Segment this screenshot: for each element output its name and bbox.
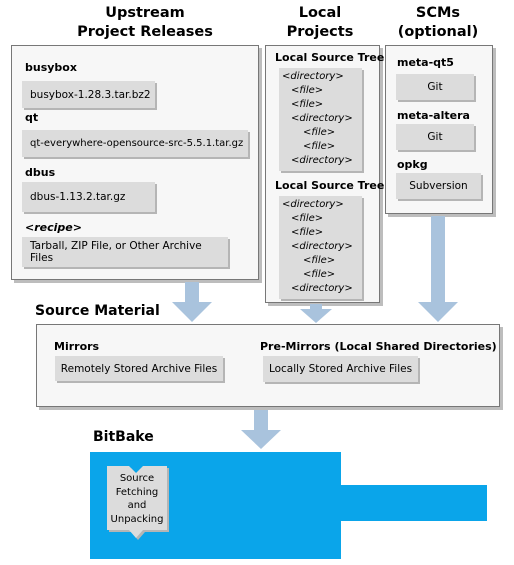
bitbake-title: BitBake (93, 429, 154, 445)
tree1-line: <directory> (291, 113, 353, 124)
arrow-bitbake-head (241, 430, 281, 449)
upstream-box-recipe: Tarball, ZIP File, or Other Archive File… (22, 237, 228, 267)
tree2-line: <directory> (291, 283, 353, 294)
bitbake-block-extension (341, 485, 487, 521)
tree2-line: <file> (303, 269, 336, 280)
arrow-scms-head (418, 302, 458, 322)
premirrors-box: Locally Stored Archive Files (263, 356, 418, 382)
source-material-panel: Mirrors Remotely Stored Archive Files Pr… (36, 324, 500, 407)
upstream-box-dbus: dbus-1.13.2.tar.gz (22, 182, 155, 212)
scm-label-opkg: opkg (397, 158, 428, 171)
upstream-label-dbus: dbus (25, 166, 56, 179)
tree1-line: <file> (303, 141, 336, 152)
scm-box-meta-qt5: Git (396, 74, 474, 100)
upstream-box-busybox: busybox-1.28.3.tar.bz2 (22, 81, 155, 108)
arrow-bitbake-shaft (254, 410, 268, 430)
local-tree-label-1: Local Source Tree (275, 51, 385, 64)
upstream-label-busybox: busybox (25, 61, 77, 74)
scms-column-title: SCMs (optional) (397, 5, 479, 40)
local-tree-label-2: Local Source Tree (275, 179, 385, 192)
premirrors-label: Pre-Mirrors (Local Shared Directories) (260, 340, 497, 353)
arrow-upstream-shaft (185, 282, 199, 302)
arrow-local-head (300, 309, 332, 323)
upstream-column-title: Upstream Project Releases (77, 5, 213, 40)
tree1-line: <file> (291, 85, 324, 96)
scm-label-meta-qt5: meta-qt5 (397, 56, 454, 69)
arrow-upstream-head (172, 302, 212, 322)
tree2-line: <file> (303, 255, 336, 266)
tree1-line: <file> (291, 99, 324, 110)
scm-box-opkg: Subversion (396, 173, 481, 199)
scm-box-meta-altera: Git (396, 124, 474, 150)
upstream-panel: busybox busybox-1.28.3.tar.bz2 qt qt-eve… (11, 45, 259, 280)
local-source-tree-2: <directory> <file> <file> <directory> <f… (279, 196, 362, 299)
upstream-label-recipe: <recipe> (25, 221, 82, 234)
local-panel: Local Source Tree <directory> <file> <fi… (265, 45, 384, 303)
source-fetching-task-shape (107, 466, 169, 540)
scms-panel: meta-qt5 Git meta-altera Git opkg Subver… (385, 45, 493, 214)
local-column-title: Local Projects (286, 5, 354, 40)
local-source-tree-1: <directory> <file> <file> <directory> <f… (279, 68, 362, 171)
mirrors-box: Remotely Stored Archive Files (55, 356, 223, 381)
tree1-line: <directory> (282, 71, 344, 82)
arrow-local-shaft (310, 304, 322, 309)
tree1-line: <file> (303, 127, 336, 138)
tree2-line: <directory> (282, 199, 344, 210)
tree1-line: <directory> (291, 155, 353, 166)
mirrors-label: Mirrors (54, 340, 100, 353)
upstream-box-qt: qt-everywhere-opensource-src-5.5.1.tar.g… (22, 130, 248, 157)
source-fetching-task-label: Source Fetching and Unpacking (110, 473, 164, 525)
upstream-label-qt: qt (25, 111, 39, 124)
scm-label-meta-altera: meta-altera (397, 109, 470, 122)
tree2-line: <file> (291, 213, 324, 224)
arrow-scms-shaft (431, 216, 445, 302)
tree2-line: <directory> (291, 241, 353, 252)
tree2-line: <file> (291, 227, 324, 238)
source-material-title: Source Material (35, 303, 160, 319)
